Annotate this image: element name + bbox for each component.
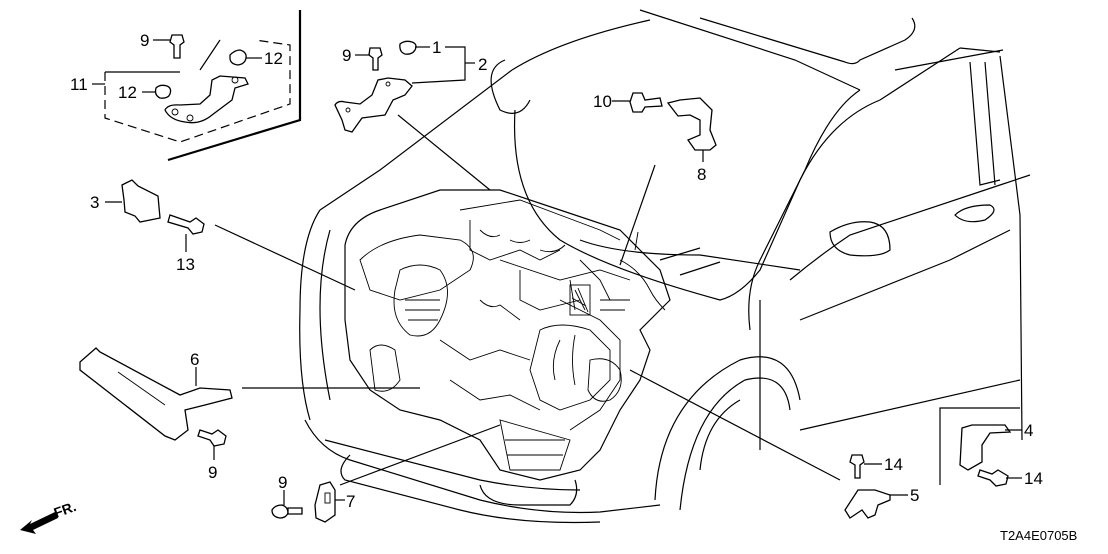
callout-14-left[interactable]: 14 [884, 455, 903, 474]
callout-11[interactable]: 11 [70, 75, 88, 94]
callout-12-left[interactable]: 12 [118, 83, 137, 102]
callout-9-left[interactable]: 9 [208, 463, 217, 482]
part-group-8 [612, 92, 717, 162]
part-group-7 [271, 481, 345, 523]
part-group-11 [92, 10, 302, 162]
callout-8[interactable]: 8 [697, 165, 706, 184]
front-direction-label: FR. [52, 498, 79, 521]
callout-1[interactable]: 1 [432, 38, 441, 57]
callout-9-top-left[interactable]: 9 [140, 31, 149, 50]
engine-assembly [344, 189, 671, 481]
callout-7[interactable]: 7 [346, 492, 355, 511]
callout-9-bottom[interactable]: 9 [278, 473, 287, 492]
front-arrow-icon [20, 512, 58, 534]
front-direction-indicator: FR. [20, 498, 78, 534]
callout-6[interactable]: 6 [190, 350, 199, 369]
callout-14-right[interactable]: 14 [1024, 469, 1043, 488]
callout-5[interactable]: 5 [910, 486, 919, 505]
callout-4[interactable]: 4 [1024, 421, 1033, 440]
diagram-code: T2A4E0705B [1000, 528, 1077, 543]
callout-10[interactable]: 10 [593, 92, 612, 111]
part-group-3 [105, 179, 205, 252]
callout-3[interactable]: 3 [90, 193, 99, 212]
part-group-2 [334, 40, 475, 133]
callout-12-right[interactable]: 12 [264, 49, 283, 68]
car-body-outline [299, 9, 1031, 524]
callout-13[interactable]: 13 [176, 255, 195, 274]
callout-2[interactable]: 2 [478, 55, 487, 74]
callout-9-top-center[interactable]: 9 [342, 46, 351, 65]
part-group-4-5 [844, 407, 1022, 519]
callout-labels: 1 2 3 4 5 6 7 8 9 9 9 9 10 11 12 12 13 1… [70, 31, 1043, 511]
part-group-6 [79, 347, 233, 460]
leader-lines [214, 114, 841, 486]
